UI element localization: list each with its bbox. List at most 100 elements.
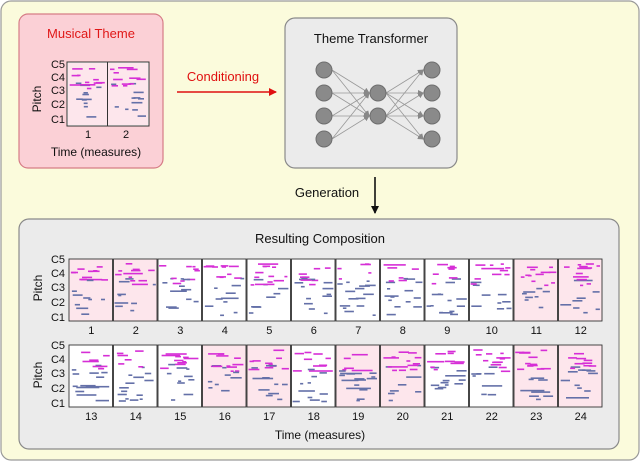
accompaniment-note <box>337 283 343 285</box>
composition-tick-c1: C1 <box>51 398 65 410</box>
melody-note <box>72 68 83 70</box>
accompaniment-note <box>125 108 129 111</box>
melody-note <box>81 351 91 354</box>
melody-note <box>124 359 132 361</box>
accompaniment-note <box>403 277 408 280</box>
measure-label: 2 <box>133 325 139 337</box>
melody-note <box>313 365 327 367</box>
composition-tick-c5: C5 <box>51 254 65 266</box>
accompaniment-note <box>538 306 544 309</box>
accompaniment-note <box>144 372 152 375</box>
accompaniment-note <box>536 398 541 401</box>
melody-note <box>123 272 143 275</box>
accompaniment-note <box>560 304 572 306</box>
melody-note <box>585 263 594 265</box>
accompaniment-note <box>572 300 583 302</box>
accompaniment-note <box>387 288 391 290</box>
conditioning-label: Conditioning <box>187 69 259 84</box>
melody-note <box>582 362 593 364</box>
measure-label: 18 <box>308 411 320 423</box>
accompaniment-note <box>136 394 143 396</box>
accompaniment-note <box>405 301 411 303</box>
melody-note <box>432 273 439 275</box>
melody-note <box>411 268 419 270</box>
melody-note <box>576 357 587 360</box>
melody-note <box>86 87 92 90</box>
melody-note <box>499 358 506 360</box>
melody-note <box>530 268 536 271</box>
melody-note <box>98 367 105 370</box>
measure-2: 2 <box>113 258 158 337</box>
measure-label: 17 <box>263 411 275 423</box>
melody-note <box>391 356 396 358</box>
accompaniment-note <box>355 297 366 300</box>
melody-note <box>71 271 76 274</box>
melody-note <box>268 363 273 365</box>
accompaniment-note <box>81 313 90 315</box>
measure-19: 19 <box>335 344 380 423</box>
composition-tick-c4: C4 <box>51 268 65 280</box>
melody-note <box>180 280 185 282</box>
accompaniment-note <box>223 301 228 303</box>
melody-note <box>492 273 502 276</box>
accompaniment-note <box>592 291 600 293</box>
accompaniment-note <box>133 97 141 99</box>
melody-note <box>69 84 80 86</box>
accompaniment-note <box>339 370 346 372</box>
accompaniment-note <box>121 390 128 393</box>
melody-note <box>540 349 548 352</box>
accompaniment-note <box>95 399 109 402</box>
accompaniment-note <box>447 299 452 302</box>
melody-note <box>77 268 85 270</box>
accompaniment-note <box>183 393 194 396</box>
melody-note <box>221 266 226 268</box>
accompaniment-note <box>356 305 365 307</box>
accompaniment-note <box>111 83 117 86</box>
accompaniment-note <box>323 281 333 284</box>
melody-note <box>194 269 200 272</box>
accompaniment-note <box>132 109 138 111</box>
melody-note <box>398 279 407 282</box>
accompaniment-note <box>166 306 177 308</box>
theme-measure-label: 1 <box>85 129 91 141</box>
accompaniment-note <box>365 284 376 287</box>
melody-note <box>483 359 489 362</box>
accompaniment-note <box>319 372 327 374</box>
accompaniment-note <box>224 374 231 376</box>
accompaniment-note <box>415 281 423 284</box>
transformer-title: Theme Transformer <box>314 31 429 46</box>
accompaniment-note <box>444 384 449 386</box>
accompaniment-note <box>208 387 213 389</box>
melody-note <box>71 74 80 77</box>
melody-note <box>250 284 255 286</box>
melody-note <box>131 269 141 272</box>
accompaniment-note <box>220 297 239 300</box>
resulting-composition-box: Resulting Composition Pitch Pitch C5C4C3… <box>18 218 620 450</box>
accompaniment-note <box>574 384 580 387</box>
accompaniment-note <box>221 389 230 392</box>
measure-label: 8 <box>400 325 406 337</box>
melody-note <box>255 283 275 286</box>
accompaniment-note <box>344 310 354 313</box>
accompaniment-note <box>176 367 188 369</box>
melody-note <box>88 68 96 70</box>
measure-6: 6 <box>291 258 336 337</box>
melody-note <box>88 270 100 273</box>
accompaniment-note <box>345 290 356 293</box>
accompaniment-note <box>117 293 126 296</box>
network-edges <box>331 69 424 140</box>
melody-note <box>531 280 536 283</box>
accompaniment-note <box>430 305 434 307</box>
network-node <box>423 107 441 125</box>
measure-15: 15 <box>157 344 202 423</box>
melody-note <box>276 357 282 360</box>
melody-note <box>392 369 397 372</box>
melody-note <box>313 353 323 355</box>
accompaniment-note <box>131 302 137 305</box>
generation-label: Generation <box>295 185 359 200</box>
accompaniment-note <box>89 372 99 374</box>
melody-note <box>528 356 538 359</box>
melody-note <box>123 85 128 87</box>
